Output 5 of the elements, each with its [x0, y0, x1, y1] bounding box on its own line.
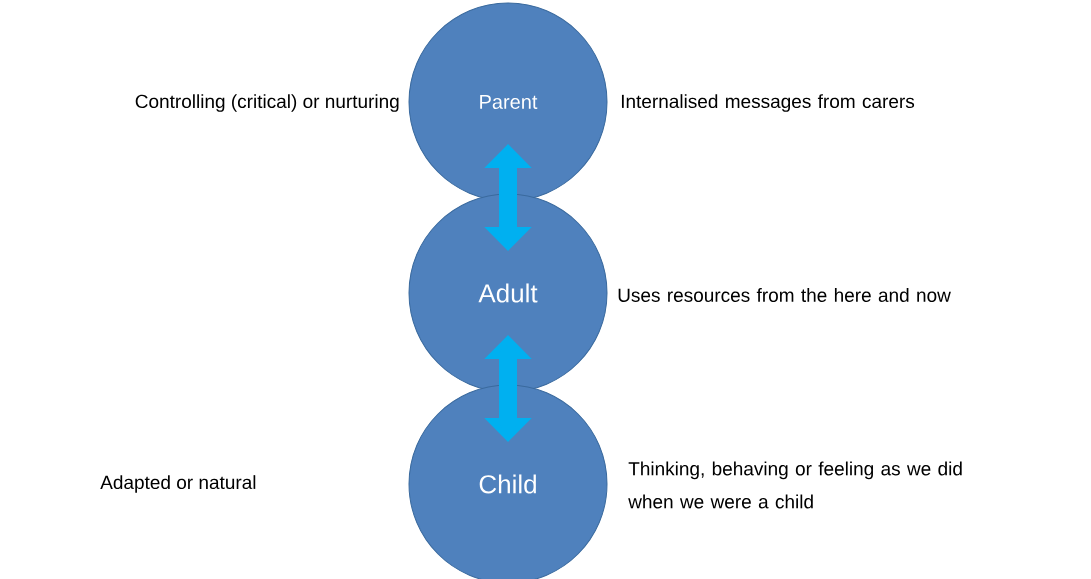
side-label: Uses resources from the here and now [618, 288, 951, 302]
side-label: Controlling (critical) or nurturing [135, 94, 399, 112]
side-label: Thinking, behaving or feeling as we did when we were a child [628, 461, 962, 509]
side-label: Internalised messages from carers [621, 94, 915, 112]
side-label: Adapted or natural [100, 475, 256, 493]
